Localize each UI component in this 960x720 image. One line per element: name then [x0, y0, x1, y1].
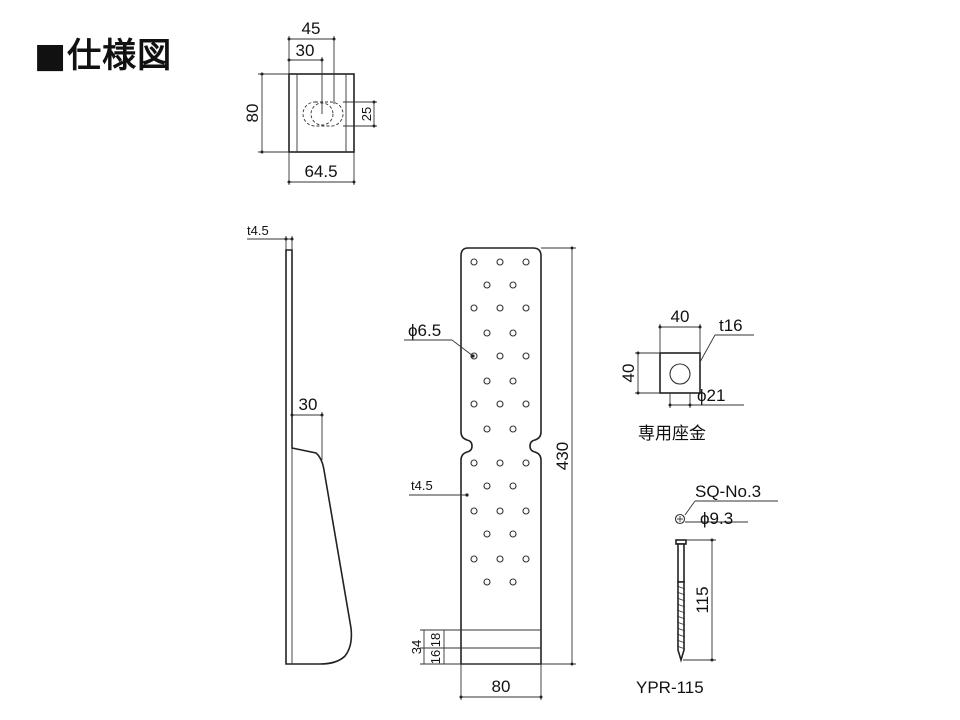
side-view-profile — [285, 249, 353, 665]
nail-hole — [509, 281, 517, 289]
nail-hole — [522, 352, 530, 360]
top-dim-80: 80 — [243, 104, 262, 123]
side-dim-30: 30 — [299, 395, 318, 414]
screw-dim-length: 115 — [693, 586, 712, 613]
screw-model: YPR-115 — [636, 678, 704, 697]
screw: SQ-No.3 ϕ9.3 115 YPR-115 — [636, 482, 778, 697]
screw-shank — [677, 543, 685, 583]
side-view: t4.5 30 — [247, 223, 353, 665]
front-dim-18: 18 — [428, 633, 443, 647]
top-dim-64-5: 64.5 — [304, 162, 337, 181]
front-dim-16: 16 — [428, 650, 443, 664]
nail-hole — [483, 377, 491, 385]
front-view-holes — [470, 258, 530, 586]
nail-hole — [470, 507, 478, 515]
front-dim-hole-dia: ϕ6.5 — [408, 321, 441, 340]
nail-hole — [483, 329, 491, 337]
nail-hole — [483, 482, 491, 490]
nail-hole — [470, 459, 478, 467]
top-view-slot — [302, 101, 344, 127]
top-view: 45 30 80 25 64.5 — [243, 19, 377, 185]
washer-dim-height: 40 — [619, 364, 638, 383]
nail-hole — [522, 507, 530, 515]
front-view: ϕ6.5 t4.5 430 80 34 18 16 — [404, 246, 576, 700]
nail-hole — [483, 530, 491, 538]
nail-hole — [496, 304, 504, 312]
side-dim-thickness: t4.5 — [247, 223, 269, 238]
nail-hole — [509, 425, 517, 433]
washer-dim-thickness: t16 — [719, 316, 743, 335]
nail-hole — [522, 304, 530, 312]
washer-dim-width: 40 — [671, 307, 690, 326]
nail-hole — [496, 555, 504, 563]
nail-hole — [496, 459, 504, 467]
nail-hole — [496, 507, 504, 515]
screw-head-dia: ϕ9.3 — [700, 509, 733, 528]
nail-hole — [522, 555, 530, 563]
nail-hole — [522, 400, 530, 408]
nail-hole — [509, 377, 517, 385]
front-dim-thickness: t4.5 — [411, 478, 433, 493]
nail-hole — [522, 258, 530, 266]
washer-dim-hole: ϕ21 — [697, 386, 725, 405]
nail-hole — [496, 258, 504, 266]
nail-hole — [483, 425, 491, 433]
top-dim-25: 25 — [359, 107, 374, 121]
screw-driver: SQ-No.3 — [695, 482, 761, 501]
nail-hole — [522, 459, 530, 467]
nail-hole — [483, 578, 491, 586]
front-dim-34: 34 — [409, 640, 424, 654]
washer-caption: 専用座金 — [638, 424, 706, 444]
front-dim-430: 430 — [553, 442, 572, 470]
front-dim-80: 80 — [492, 677, 511, 696]
nail-hole — [470, 258, 478, 266]
top-dim-45: 45 — [302, 19, 321, 38]
nail-hole — [509, 482, 517, 490]
washer: 40 40 t16 ϕ21 専用座金 — [619, 307, 754, 444]
nail-hole — [509, 530, 517, 538]
nail-hole — [470, 304, 478, 312]
nail-hole — [470, 400, 478, 408]
top-view-plate — [288, 73, 355, 153]
nail-hole — [496, 400, 504, 408]
washer-hole — [669, 363, 691, 385]
nail-hole — [483, 281, 491, 289]
page-title: ■仕様図 — [34, 36, 173, 76]
nail-hole — [470, 555, 478, 563]
top-dim-30: 30 — [296, 41, 315, 60]
nail-hole — [496, 352, 504, 360]
nail-hole — [509, 578, 517, 586]
nail-hole — [509, 329, 517, 337]
